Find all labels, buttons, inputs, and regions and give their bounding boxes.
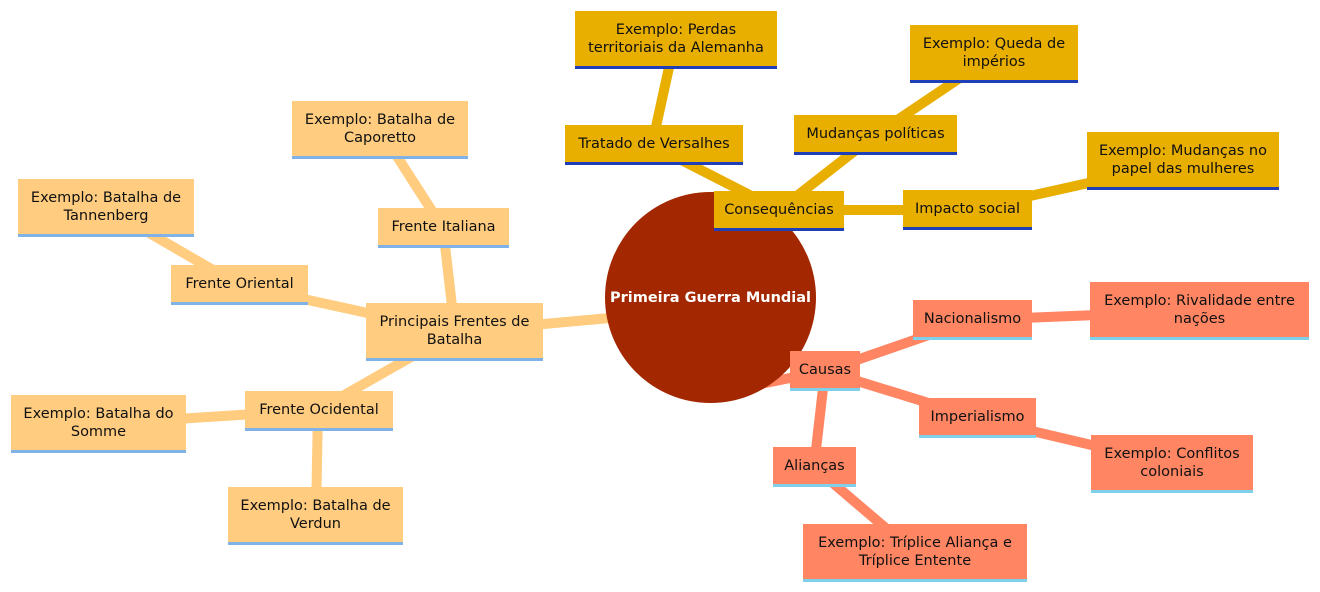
node-aliancas-example[interactable]: Exemplo: Tríplice Aliança e Tríplice Ent… — [803, 524, 1027, 582]
node-consequencias[interactable]: Consequências — [714, 191, 844, 231]
node-ocidental-example-somme[interactable]: Exemplo: Batalha do Somme — [11, 395, 186, 453]
node-italiana-example[interactable]: Exemplo: Batalha de Caporetto — [292, 101, 468, 159]
node-nacionalismo[interactable]: Nacionalismo — [913, 300, 1032, 340]
node-imperialismo-example[interactable]: Exemplo: Conflitos coloniais — [1091, 435, 1253, 493]
node-ocidental-example-verdun[interactable]: Exemplo: Batalha de Verdun — [228, 487, 403, 545]
node-impacto-social[interactable]: Impacto social — [903, 190, 1032, 230]
node-aliancas[interactable]: Alianças — [773, 447, 856, 487]
node-mudancas-example[interactable]: Exemplo: Queda de impérios — [910, 25, 1078, 83]
root-label: Primeira Guerra Mundial — [609, 289, 812, 306]
node-impacto-example[interactable]: Exemplo: Mudanças no papel das mulheres — [1087, 132, 1279, 190]
node-frente-ocidental[interactable]: Frente Ocidental — [245, 391, 393, 431]
node-tratado-example[interactable]: Exemplo: Perdas territoriais da Alemanha — [575, 11, 777, 69]
node-frente-italiana[interactable]: Frente Italiana — [378, 208, 509, 248]
node-nacionalismo-example[interactable]: Exemplo: Rivalidade entre nações — [1090, 282, 1309, 340]
node-mudancas-politicas[interactable]: Mudanças políticas — [794, 115, 957, 155]
node-causas[interactable]: Causas — [790, 351, 860, 391]
node-frente-oriental[interactable]: Frente Oriental — [171, 265, 308, 305]
node-oriental-example[interactable]: Exemplo: Batalha de Tannenberg — [18, 179, 194, 237]
node-tratado-versalhes[interactable]: Tratado de Versalhes — [565, 125, 743, 165]
node-imperialismo[interactable]: Imperialismo — [919, 398, 1036, 438]
node-principais-frentes[interactable]: Principais Frentes de Batalha — [366, 303, 543, 361]
